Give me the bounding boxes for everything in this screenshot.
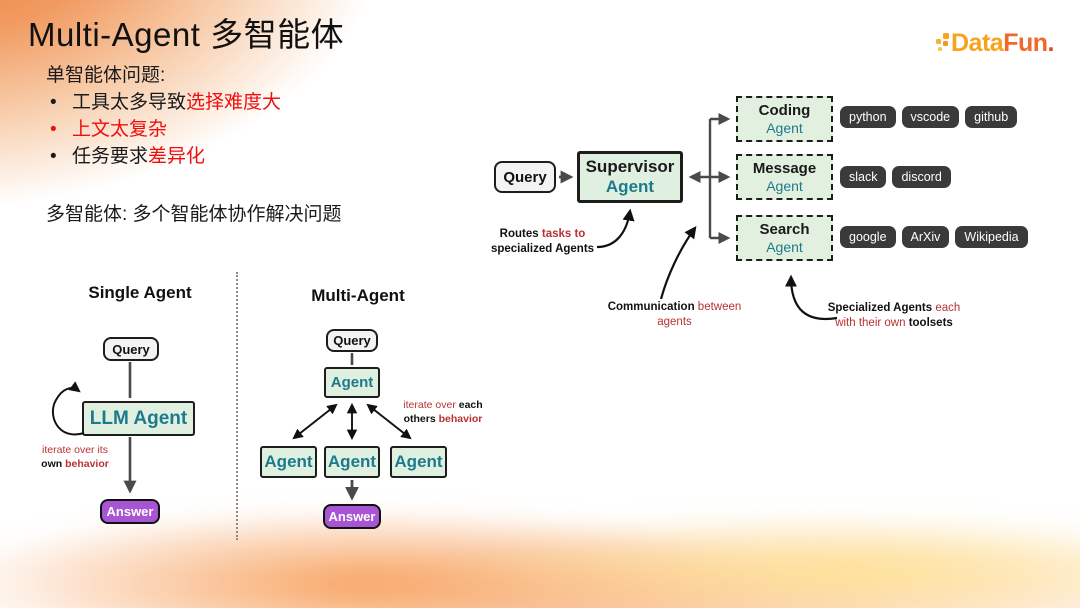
supervisor-label: Supervisor	[585, 156, 675, 176]
tool-badge-vscode: vscode	[901, 106, 960, 128]
single-query-box: Query	[103, 337, 159, 361]
bottom-wave-pale	[260, 528, 1080, 608]
tool-badge-github: github	[965, 106, 1018, 128]
arrow-self-loop	[51, 381, 85, 436]
supervisor-query-box: Query	[494, 161, 556, 193]
multi-agent-box-3: Agent	[390, 446, 447, 478]
section-divider	[236, 272, 238, 540]
communication-annotation: Communication between agents	[607, 301, 742, 328]
message-agent-box: Message Agent	[736, 154, 833, 200]
page-title: Multi-Agent 多智能体	[28, 16, 345, 53]
coding-agent-box: Coding Agent	[736, 96, 833, 142]
datafun-logo-pixels-icon	[936, 30, 950, 56]
bottom-wave-pink	[380, 548, 900, 608]
multi-agent-box-2: Agent	[324, 446, 380, 478]
datafun-logo-text: DataFun.	[951, 29, 1055, 57]
supervisor-sublabel: Agent	[605, 177, 655, 196]
multi-agent-box-1: Agent	[260, 446, 317, 478]
tool-badge-arxiv: ArXiv	[901, 226, 950, 248]
problem-list: 单智能体问题: •工具太多导致选择难度大 •上文太复杂 •任务要求差异化	[46, 62, 281, 170]
single-agent-heading: Single Agent	[88, 283, 192, 302]
search-agent-box: Search Agent	[736, 215, 833, 261]
llm-agent-box: LLM Agent	[82, 401, 195, 436]
tool-badge-google: google	[840, 226, 896, 248]
problem-bullet-3: •任务要求差异化	[50, 146, 206, 167]
datafun-logo: DataFun.	[936, 29, 1055, 57]
multi-query-box: Query	[326, 329, 378, 352]
problem-heading: 单智能体问题:	[46, 65, 166, 86]
arrow-communication-label	[659, 226, 697, 300]
arrow-agent-left	[292, 403, 338, 440]
single-answer-box: Answer	[100, 499, 160, 524]
coding-tools: python vscode github	[840, 106, 1018, 128]
bottom-wave-orange	[0, 516, 800, 608]
tool-badge-python: python	[840, 106, 896, 128]
bottom-wave-yellow	[430, 516, 1080, 608]
tool-badge-slack: slack	[840, 166, 887, 188]
multi-top-agent-box: Agent	[324, 367, 380, 398]
search-tools: google ArXiv Wikipedia	[840, 226, 1028, 248]
iterate-own-annotation: iterate over its own behavior	[41, 444, 109, 470]
multi-answer-box: Answer	[323, 504, 381, 529]
specialized-annotation: Specialized Agents each with their own t…	[827, 302, 961, 329]
tool-badge-wikipedia: Wikipedia	[955, 226, 1028, 248]
iterate-each-annotation: iterate over each others behavior	[403, 399, 483, 425]
multi-agent-summary: 多智能体: 多个智能体协作解决问题	[46, 204, 342, 225]
problem-bullet-2: •上文太复杂	[50, 119, 168, 140]
problem-bullet-1: •工具太多导致选择难度大	[50, 92, 282, 113]
message-tools: slack discord	[840, 166, 951, 188]
supervisor-agent-box: Supervisor Agent	[577, 151, 683, 203]
routes-annotation: Routes tasks to specialized Agents	[490, 228, 595, 255]
multi-agent-heading: Multi-Agent	[311, 286, 405, 305]
tool-badge-discord: discord	[892, 166, 951, 188]
